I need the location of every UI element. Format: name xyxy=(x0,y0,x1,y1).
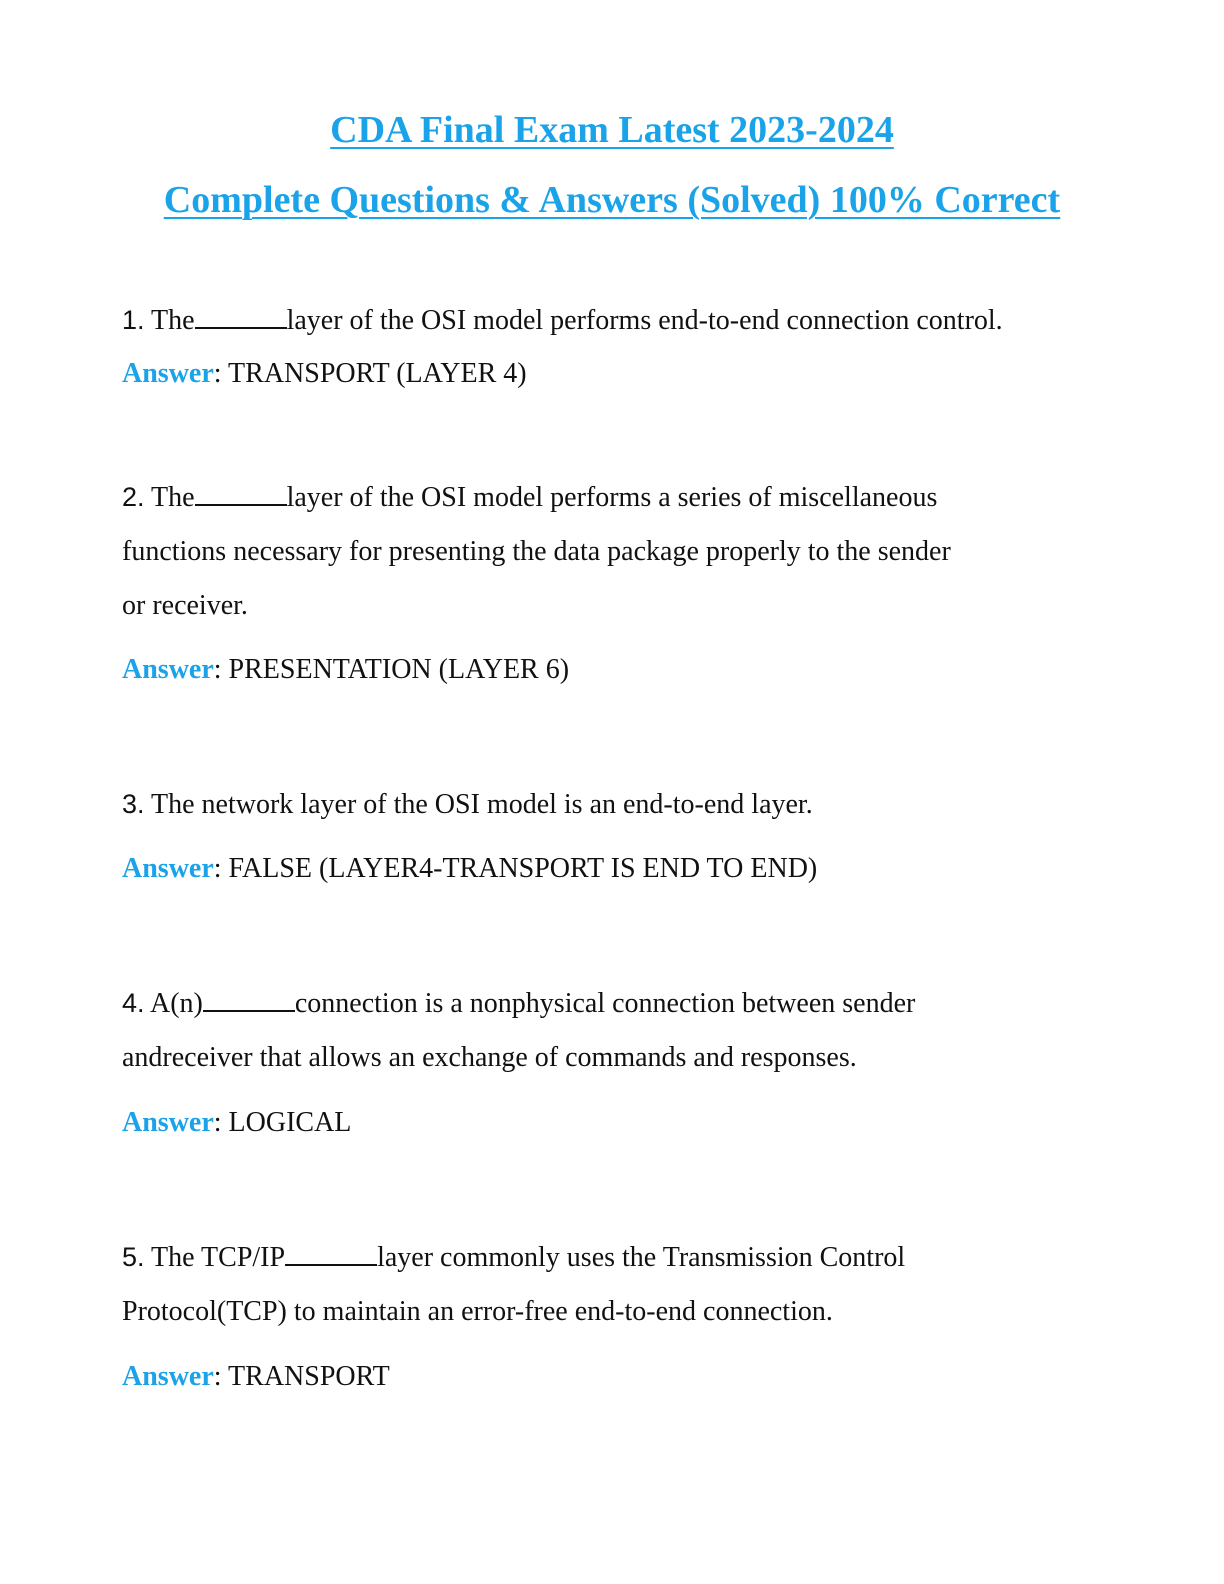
question-5: 5. The TCP/IP layer commonly uses the Tra… xyxy=(122,1230,905,1339)
answer-1: Answer: TRANSPORT (LAYER 4) xyxy=(122,356,527,392)
answer-text: : LOGICAL xyxy=(213,1107,352,1138)
answer-2: Answer: PRESENTATION (LAYER 6) xyxy=(122,652,569,688)
question-1: 1. The layer of the OSI model performs en… xyxy=(122,293,1003,348)
question-line: 4. A(n) connection is a nonphysical conne… xyxy=(122,976,915,1031)
answer-4: Answer: LOGICAL xyxy=(122,1105,351,1141)
question-line-2: Protocol(TCP) to maintain an error-free … xyxy=(122,1296,833,1327)
question-number: 2. xyxy=(122,482,145,512)
question-line: 5. The TCP/IP layer commonly uses the Tra… xyxy=(122,1230,905,1285)
question-line-2: functions necessary for presenting the d… xyxy=(122,536,951,567)
question-text-before-blank: The xyxy=(144,305,195,336)
answer-text: : TRANSPORT xyxy=(213,1361,390,1392)
question-text-after-blank: connection is a nonphysical connection b… xyxy=(294,988,916,1019)
answer-label: Answer xyxy=(122,654,214,685)
answer-label: Answer xyxy=(122,358,214,389)
fill-in-blank xyxy=(285,1244,378,1266)
document-subtitle: Complete Questions & Answers (Solved) 10… xyxy=(163,179,1061,221)
question-text-before-blank: The xyxy=(144,482,195,513)
answer-label: Answer xyxy=(122,853,214,884)
answer-label: Answer xyxy=(122,1361,214,1392)
fill-in-blank xyxy=(194,484,287,506)
answer-5: Answer: TRANSPORT xyxy=(122,1359,390,1395)
question-2: 2. The layer of the OSI model performs a … xyxy=(122,470,951,633)
question-line-2: andreceiver that allows an exchange of c… xyxy=(122,1042,857,1073)
question-number: 1. xyxy=(122,305,145,335)
answer-3: Answer: FALSE (LAYER4-TRANSPORT IS END T… xyxy=(122,851,817,887)
question-3: 3. The network layer of the OSI model is… xyxy=(122,777,813,832)
answer-text: : PRESENTATION (LAYER 6) xyxy=(213,654,570,685)
question-text-after-blank: layer of the OSI model performs end-to-e… xyxy=(286,305,1003,336)
question-text-before-blank: A(n) xyxy=(144,988,203,1019)
fill-in-blank xyxy=(194,307,287,329)
question-line: 2. The layer of the OSI model performs a … xyxy=(122,470,951,525)
answer-text: : TRANSPORT (LAYER 4) xyxy=(213,358,527,389)
question-text-after-blank: layer of the OSI model performs a series… xyxy=(286,482,938,513)
fill-in-blank xyxy=(202,990,295,1012)
answer-label: Answer xyxy=(122,1107,214,1138)
question-number: 4. xyxy=(122,988,145,1018)
question-text-after-blank: layer commonly uses the Transmission Con… xyxy=(377,1242,906,1273)
document-title: CDA Final Exam Latest 2023-2024 xyxy=(330,109,894,151)
question-text: The network layer of the OSI model is an… xyxy=(144,789,813,820)
question-number: 5. xyxy=(122,1242,145,1272)
answer-text: : FALSE (LAYER4-TRANSPORT IS END TO END) xyxy=(213,853,818,884)
question-number: 3. xyxy=(122,789,145,819)
question-4: 4. A(n) connection is a nonphysical conne… xyxy=(122,976,915,1085)
question-line-3: or receiver. xyxy=(122,590,248,621)
question-text-before-blank: The TCP/IP xyxy=(144,1242,286,1273)
